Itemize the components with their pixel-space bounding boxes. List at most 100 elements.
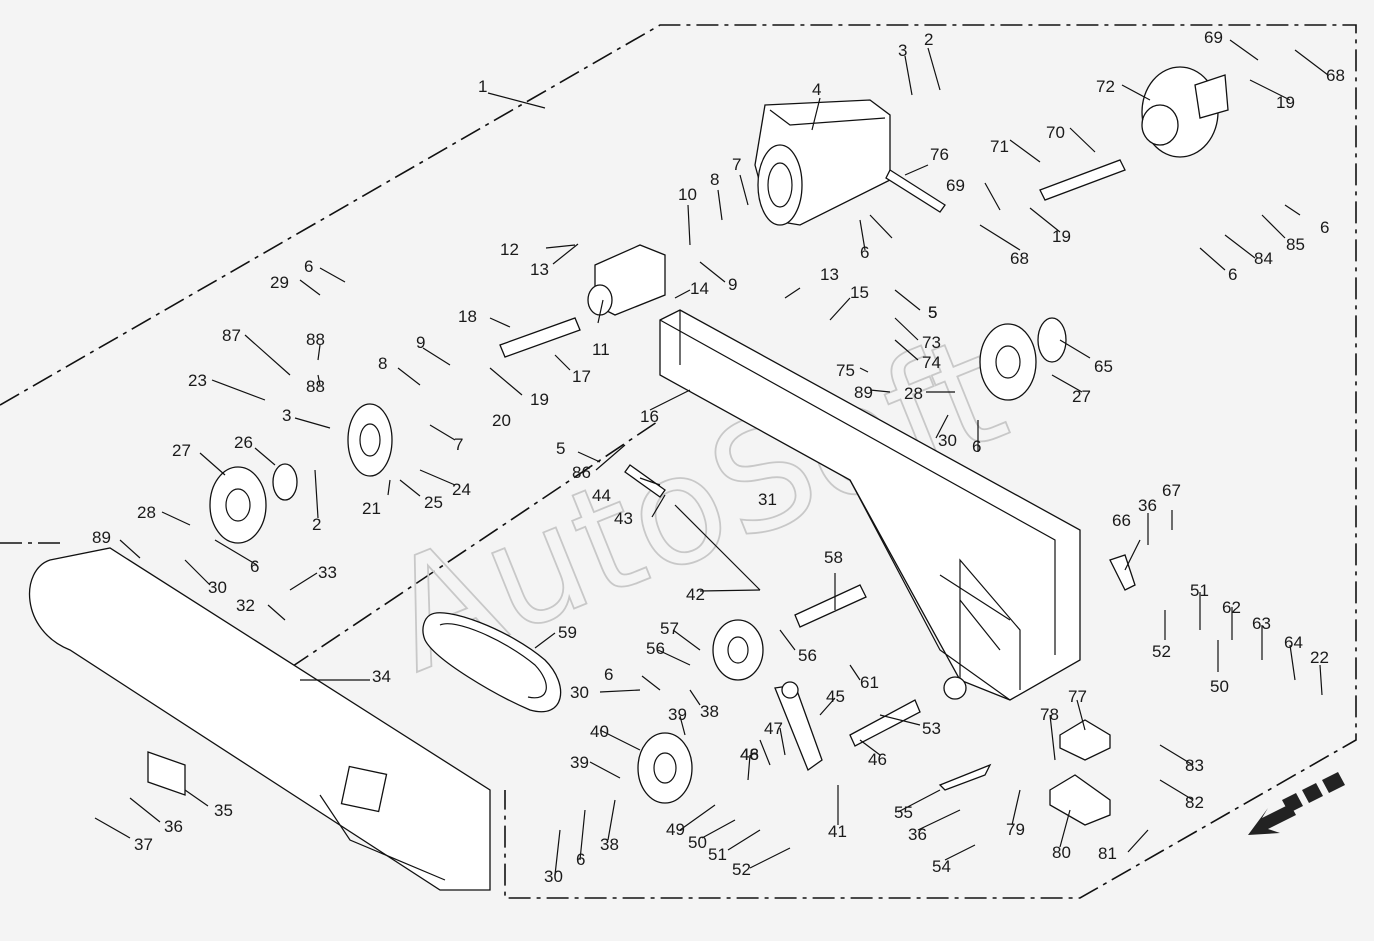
part-callout: 51 <box>1190 581 1209 600</box>
part-callout: 52 <box>732 860 751 879</box>
part-callout: 6 <box>250 557 259 576</box>
part-callout: 89 <box>92 528 111 547</box>
pulleys <box>209 317 1067 804</box>
part-callout: 88 <box>306 377 325 396</box>
part-callout: 47 <box>764 719 783 738</box>
part-callout: 36 <box>1138 496 1157 515</box>
part-callout: 72 <box>1096 77 1115 96</box>
part-callout: 50 <box>688 833 707 852</box>
part-callout: 64 <box>1284 633 1303 652</box>
drive-belt <box>422 612 562 713</box>
part-callout: 76 <box>930 145 949 164</box>
part-callout: 5 <box>556 439 565 458</box>
part-callout: 27 <box>1072 387 1091 406</box>
part-callout: 73 <box>922 333 941 352</box>
part-callout: 30 <box>208 578 227 597</box>
part-callout: 81 <box>1098 844 1117 863</box>
part-callout: 13 <box>820 265 839 284</box>
part-callout: 21 <box>362 499 381 518</box>
part-callout: 13 <box>530 260 549 279</box>
part-callout: 6 <box>576 850 585 869</box>
part-callout: 6 <box>860 243 869 262</box>
part-callout: 6 <box>1320 218 1329 237</box>
part-callout: 67 <box>1162 481 1181 500</box>
main-frame <box>659 309 1081 701</box>
part-callout: 30 <box>544 867 563 886</box>
part-callout: 6 <box>972 437 981 456</box>
part-callout: 18 <box>458 307 477 326</box>
forward-travel-arrow-icon <box>1248 772 1345 835</box>
part-callout: 4 <box>812 80 821 99</box>
part-callout: 39 <box>570 753 589 772</box>
part-callout: 56 <box>798 646 817 665</box>
shafts <box>499 159 1126 747</box>
part-callout: 71 <box>990 137 1009 156</box>
part-callout: 59 <box>558 623 577 642</box>
part-callout: 27 <box>172 441 191 460</box>
part-callout: 24 <box>452 480 471 499</box>
part-callout: 84 <box>1254 249 1273 268</box>
part-callout: 53 <box>922 719 941 738</box>
part-callout: 49 <box>666 820 685 839</box>
part-callout: 68 <box>1010 249 1029 268</box>
part-callout: 28 <box>137 503 156 522</box>
part-callout: 82 <box>1185 793 1204 812</box>
part-callout: 9 <box>416 333 425 352</box>
part-callout: 46 <box>868 750 887 769</box>
part-callout: 11 <box>592 340 610 359</box>
gearbox-housing <box>754 99 946 226</box>
part-callout: 38 <box>600 835 619 854</box>
part-callout: 7 <box>732 155 741 174</box>
bearing-block <box>587 244 666 316</box>
part-callout: 66 <box>1112 511 1131 530</box>
part-callout: 37 <box>134 835 153 854</box>
part-callout: 87 <box>222 326 241 345</box>
part-callout: 16 <box>640 407 659 426</box>
part-callout: 57 <box>660 619 679 638</box>
part-callout: 83 <box>1185 756 1204 775</box>
tensioner-arm <box>774 681 823 772</box>
part-callout: 46 <box>740 745 759 764</box>
part-callout: 54 <box>932 857 951 876</box>
part-callout: 5 <box>928 303 937 322</box>
part-callout: 69 <box>946 176 965 195</box>
part-callout: 22 <box>1310 648 1329 667</box>
part-callout: 43 <box>614 509 633 528</box>
part-callout: 38 <box>700 702 719 721</box>
part-callout: 17 <box>572 367 591 386</box>
part-callout: 2 <box>312 515 321 534</box>
part-callout: 55 <box>894 803 913 822</box>
part-callout: 52 <box>1152 642 1171 661</box>
part-callout: 19 <box>1276 93 1295 112</box>
part-callout: 41 <box>828 822 847 841</box>
part-callout: 5 <box>928 303 937 322</box>
part-callout: 1 <box>478 77 487 96</box>
part-callout: 85 <box>1286 235 1305 254</box>
part-callout: 31 <box>758 490 777 509</box>
part-callout: 12 <box>500 240 519 259</box>
part-callout: 68 <box>1326 66 1345 85</box>
part-callout: 34 <box>372 667 391 686</box>
part-callout: 14 <box>690 279 709 298</box>
part-callout: 9 <box>728 275 737 294</box>
part-callout: 8 <box>378 354 387 373</box>
part-callout: 78 <box>1040 705 1059 724</box>
part-callout: 10 <box>678 185 697 204</box>
part-callout: 20 <box>492 411 511 430</box>
part-callout: 36 <box>164 817 183 836</box>
part-callout: 48 <box>740 745 759 764</box>
part-callout: 88 <box>306 330 325 349</box>
part-callout: 26 <box>234 433 253 452</box>
part-callout: 44 <box>592 486 611 505</box>
part-callout: 8 <box>710 170 719 189</box>
part-callout: 6 <box>1228 265 1237 284</box>
part-callout: 30 <box>570 683 589 702</box>
part-callout: 79 <box>1006 820 1025 839</box>
part-callout: 19 <box>1052 227 1071 246</box>
callout-labels: 1234767810121391114181798192076298887882… <box>92 28 1345 886</box>
part-callout: 39 <box>668 705 687 724</box>
part-callout: 70 <box>1046 123 1065 142</box>
part-callout: 19 <box>530 390 549 409</box>
part-callout: 63 <box>1252 614 1271 633</box>
